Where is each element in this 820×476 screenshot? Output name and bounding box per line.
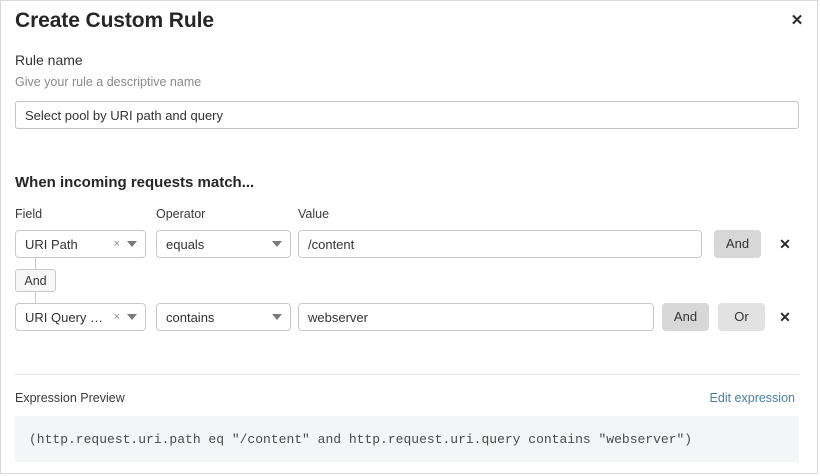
operator-select-2-value: contains bbox=[166, 309, 215, 325]
field-select-2-value: URI Query St... bbox=[25, 309, 112, 325]
chevron-down-icon bbox=[127, 241, 137, 247]
expression-preview-label: Expression Preview bbox=[15, 391, 125, 405]
field-select-1-value: URI Path bbox=[25, 236, 78, 252]
column-header-operator: Operator bbox=[156, 207, 206, 221]
dialog-title: Create Custom Rule bbox=[15, 9, 214, 32]
connector-and-badge[interactable]: And bbox=[15, 269, 56, 292]
clear-icon[interactable]: × bbox=[113, 311, 120, 323]
rule-name-input[interactable] bbox=[15, 101, 799, 129]
edit-expression-link[interactable]: Edit expression bbox=[709, 391, 795, 405]
expression-preview-box: (http.request.uri.path eq "/content" and… bbox=[15, 416, 799, 462]
clear-icon[interactable]: × bbox=[113, 238, 120, 250]
rule-name-hint: Give your rule a descriptive name bbox=[15, 75, 202, 89]
connector-line-top bbox=[35, 258, 36, 269]
delete-condition-icon-1[interactable]: ✕ bbox=[779, 235, 791, 252]
column-header-value: Value bbox=[298, 207, 330, 221]
or-button-2[interactable]: Or bbox=[718, 303, 765, 331]
chevron-down-icon bbox=[127, 314, 137, 320]
conditions-section-title: When incoming requests match... bbox=[15, 174, 255, 191]
field-select-1[interactable]: URI Path × bbox=[15, 230, 146, 258]
operator-select-2[interactable]: contains bbox=[156, 303, 291, 331]
value-input-2[interactable] bbox=[298, 303, 654, 331]
operator-select-1-value: equals bbox=[166, 236, 205, 252]
rule-name-label: Rule name bbox=[15, 52, 83, 68]
section-divider bbox=[15, 374, 799, 375]
expression-preview-text: (http.request.uri.path eq "/content" and… bbox=[29, 431, 693, 447]
operator-select-1[interactable]: equals bbox=[156, 230, 291, 258]
chevron-down-icon bbox=[272, 314, 282, 320]
logic-connector: And bbox=[15, 258, 135, 304]
and-button-1[interactable]: And bbox=[714, 230, 761, 258]
connector-line-bottom bbox=[35, 292, 36, 304]
column-header-field: Field bbox=[15, 207, 43, 221]
value-input-1[interactable] bbox=[298, 230, 702, 258]
delete-condition-icon-2[interactable]: ✕ bbox=[779, 308, 791, 325]
close-icon[interactable]: ✕ bbox=[790, 11, 804, 29]
and-button-2[interactable]: And bbox=[662, 303, 709, 331]
field-select-2[interactable]: URI Query St... × bbox=[15, 303, 146, 331]
chevron-down-icon bbox=[272, 241, 282, 247]
